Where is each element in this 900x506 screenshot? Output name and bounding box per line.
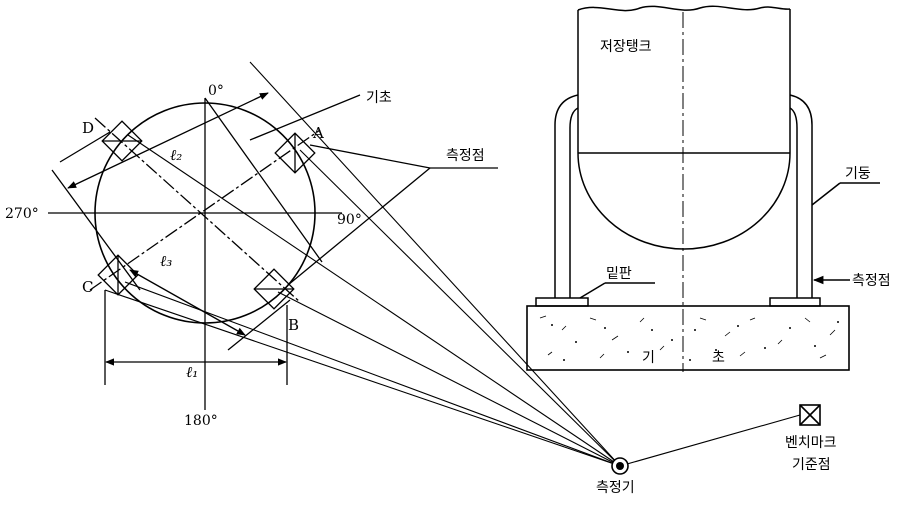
angle-270-label: 270° bbox=[5, 206, 39, 222]
left-column bbox=[554, 94, 579, 298]
tank-bottom-head bbox=[577, 152, 791, 250]
foundation-char-left: 기 bbox=[642, 350, 655, 366]
left-column-inner bbox=[569, 107, 579, 298]
measuring-point-leader-a bbox=[309, 144, 431, 169]
l2-ext-2 bbox=[204, 97, 323, 263]
pad-c bbox=[97, 254, 139, 296]
angle-90-label: 90° bbox=[337, 212, 362, 228]
point-b-label: B bbox=[288, 316, 299, 334]
tank-top-break bbox=[577, 5, 791, 12]
dim-l3-label: ℓ₃ bbox=[160, 252, 172, 270]
column-leader bbox=[811, 182, 841, 206]
instrument-label: 측정기 bbox=[596, 480, 635, 496]
elevation-view bbox=[526, 5, 880, 372]
l2-ext-3 bbox=[59, 131, 111, 163]
right-base-plate bbox=[769, 297, 821, 307]
column-label: 기둥 bbox=[845, 166, 871, 182]
pad-a bbox=[274, 132, 316, 174]
storage-tank-label: 저장탱크 bbox=[600, 39, 652, 55]
l2-dimension-line bbox=[67, 92, 269, 189]
benchmark-label-1: 벤치마크 bbox=[785, 435, 837, 451]
l3-dimension-line bbox=[129, 269, 246, 336]
l3-ext bbox=[227, 299, 291, 351]
dim-l2-label: ℓ₂ bbox=[170, 146, 182, 164]
l2-ext-1 bbox=[51, 169, 141, 291]
sight-lines bbox=[104, 61, 801, 467]
angle-0-label: 0° bbox=[208, 83, 224, 99]
angle-180-label: 180° bbox=[184, 413, 218, 429]
plan-view bbox=[48, 92, 498, 410]
measuring-point-leader-b bbox=[287, 167, 431, 286]
benchmark-label-2: 기준점 bbox=[792, 457, 831, 473]
base-plate-leader bbox=[579, 282, 606, 299]
base-plate-label: 밑판 bbox=[606, 266, 632, 282]
benchmark-icon bbox=[799, 404, 821, 426]
point-a-label: A bbox=[312, 124, 324, 142]
point-d-label: D bbox=[82, 119, 94, 137]
measuring-point-label-plan: 측정점 bbox=[446, 148, 485, 164]
foundation-label: 기초 bbox=[366, 90, 392, 106]
foundation-texture bbox=[539, 315, 836, 359]
left-base-plate bbox=[535, 297, 589, 307]
diagonal-c-a bbox=[89, 129, 321, 291]
point-c-label: C bbox=[82, 278, 93, 296]
pad-b bbox=[253, 268, 295, 310]
right-column bbox=[789, 94, 813, 298]
foundation-dots bbox=[551, 321, 839, 361]
foundation-block bbox=[526, 305, 850, 371]
right-column-inner bbox=[789, 107, 798, 298]
instrument-icon bbox=[611, 457, 629, 475]
foundation-leader bbox=[249, 94, 361, 141]
foundation-char-right: 초 bbox=[712, 350, 725, 366]
dim-l1-label: ℓ₁ bbox=[186, 363, 198, 381]
measuring-point-label-elev: 측정점 bbox=[852, 273, 891, 289]
